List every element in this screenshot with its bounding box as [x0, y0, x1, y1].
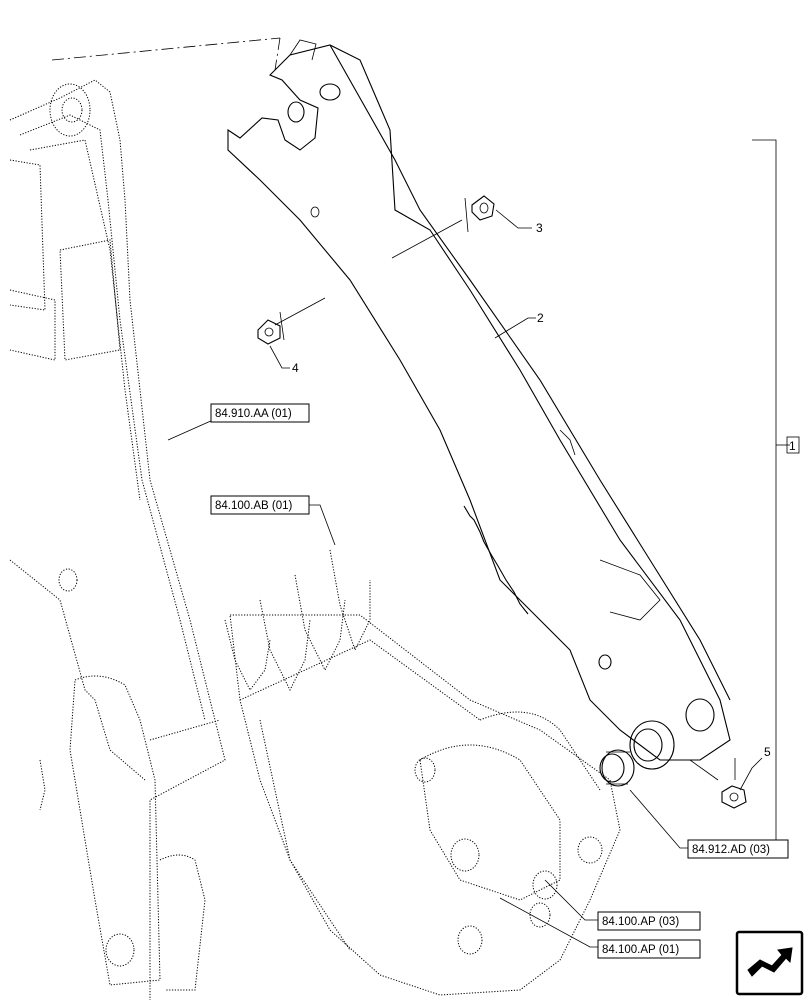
- ref-linkage-03[interactable]: 84.100.AP (03): [597, 911, 701, 931]
- ref-bushing[interactable]: 84.912.AD (03): [687, 839, 789, 859]
- ref-linkage-03-label: 84.100.AP (03): [602, 916, 679, 928]
- ref-boom-label: 84.910.AA (01): [215, 408, 292, 420]
- ref-linkage-01[interactable]: 84.100.AP (01): [597, 939, 701, 959]
- callout-1-box: [786, 436, 800, 454]
- next-page-arrow-icon[interactable]: [735, 930, 804, 996]
- grease-fitting-3: [471, 195, 495, 221]
- callout-2: 2: [537, 311, 544, 325]
- callout-5: 5: [764, 745, 771, 759]
- bucket-outline: [224, 549, 621, 996]
- leader-lines: [167, 139, 790, 948]
- bushing-parts: [599, 749, 635, 787]
- callout-4: 4: [292, 361, 299, 375]
- callout-1: 1: [789, 439, 796, 453]
- ref-linkage-01-label: 84.100.AP (01): [602, 944, 679, 956]
- ref-teeth[interactable]: 84.100.AB (01): [210, 495, 310, 515]
- ref-teeth-label: 84.100.AB (01): [215, 500, 293, 512]
- grease-fitting-5: [721, 785, 747, 809]
- grease-fitting-4: [257, 319, 281, 345]
- ref-bushing-label: 84.912.AD (03): [692, 844, 770, 856]
- callout-3: 3: [536, 221, 543, 235]
- ref-boom[interactable]: 84.910.AA (01): [210, 403, 310, 423]
- arm-part: [227, 39, 731, 770]
- boom-outline: [9, 37, 281, 1000]
